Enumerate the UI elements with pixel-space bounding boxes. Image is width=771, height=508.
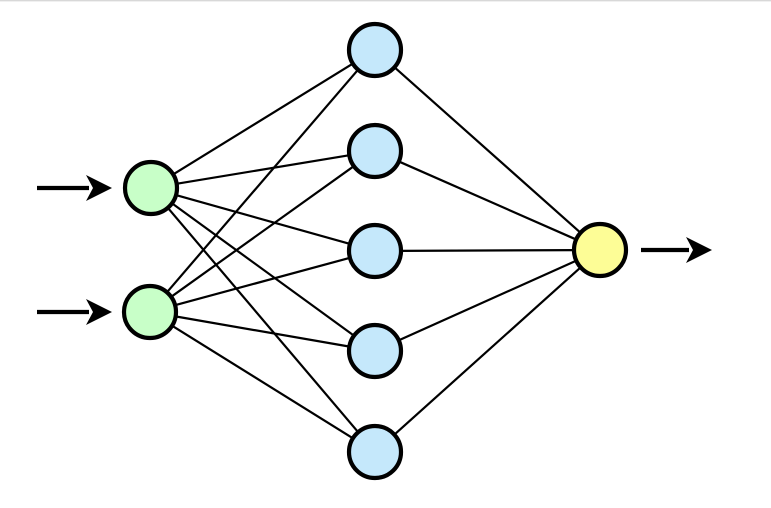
input-node-1[interactable] — [122, 159, 180, 217]
edge-h4-o1 — [397, 259, 578, 342]
output-arrow-1-head — [686, 237, 712, 263]
edge-h5-o1 — [392, 265, 583, 437]
edge-h1-o1 — [392, 65, 583, 235]
output-arrow-1 — [641, 237, 712, 263]
edge-i1-h4 — [170, 201, 356, 338]
nodes-group — [121, 21, 629, 481]
io-arrows-group — [37, 175, 712, 325]
edge-i1-h2 — [175, 153, 351, 186]
edge-i1-h5 — [166, 206, 360, 434]
input-node-2[interactable] — [121, 283, 179, 341]
input-arrow-1 — [37, 175, 112, 201]
edge-i2-h5 — [170, 324, 355, 440]
input-arrow-2-head — [86, 299, 112, 325]
edge-h3-o1 — [399, 249, 576, 252]
edge-i1-h3 — [174, 193, 352, 246]
hidden-node-4[interactable] — [346, 322, 404, 380]
edge-i1-h1 — [171, 62, 355, 176]
input-arrow-2 — [37, 299, 112, 325]
edges-group — [165, 62, 583, 440]
input-arrow-1-head — [86, 175, 112, 201]
hidden-node-1[interactable] — [346, 21, 404, 79]
hidden-node-5[interactable] — [346, 423, 404, 481]
output-node-1[interactable] — [571, 221, 629, 279]
hidden-node-3[interactable] — [346, 222, 404, 280]
output-layer — [571, 221, 629, 279]
edge-i2-h2 — [169, 164, 356, 299]
edge-i2-h4 — [174, 315, 351, 348]
hidden-layer — [346, 21, 404, 481]
edge-i2-h3 — [173, 256, 352, 307]
edge-i2-h1 — [165, 68, 360, 294]
input-layer — [121, 159, 180, 341]
edge-h2-o1 — [397, 160, 578, 241]
hidden-node-2[interactable] — [346, 122, 404, 180]
